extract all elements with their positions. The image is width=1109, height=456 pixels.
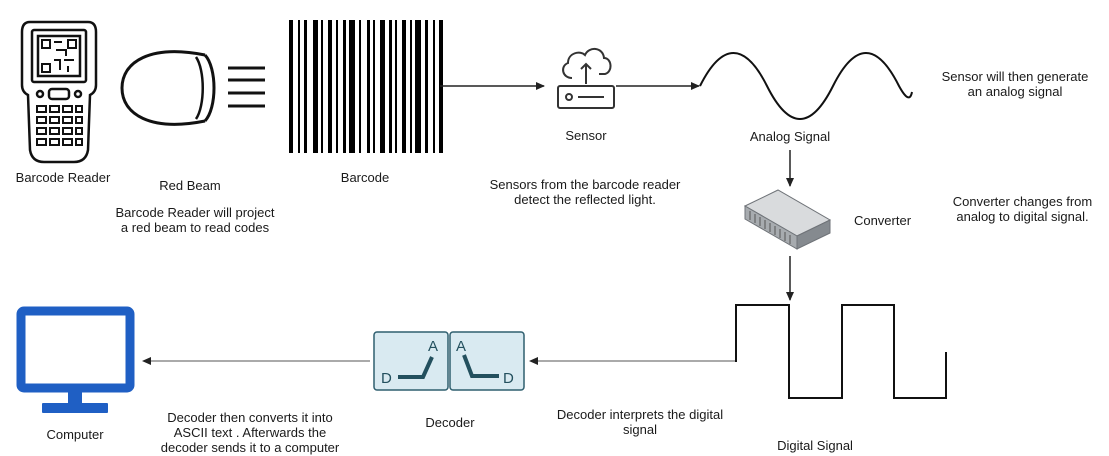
sine-wave-icon	[699, 52, 913, 120]
decoder-letter-d-right: D	[503, 370, 514, 387]
decoder-converts-line-2: ASCII text . Afterwards the	[173, 425, 327, 440]
sensor-label: Sensor	[565, 128, 607, 143]
red-beam-label: Red Beam	[159, 178, 221, 193]
barcode-label: Barcode	[340, 170, 390, 185]
barcode-bar	[389, 20, 392, 153]
red-beam-description-line-2: a red beam to read codes	[120, 220, 270, 235]
barcode-bar	[328, 20, 332, 153]
converter-label: Converter	[853, 213, 912, 228]
digital-signal-label: Digital Signal	[777, 438, 853, 453]
converter-description: Converter changes from analog to digital…	[940, 194, 1105, 224]
barcode-bar	[415, 20, 421, 153]
barcode-bar	[410, 20, 412, 153]
sensor-description-line-1: Sensors from the barcode reader	[489, 177, 681, 192]
barcode-reader-label: Barcode Reader	[15, 170, 111, 185]
barcode-bar	[402, 20, 406, 153]
decoder-letter-d-left: D	[381, 370, 392, 387]
square-wave-icon	[735, 304, 947, 399]
barcode-bar	[289, 20, 293, 153]
barcode-bar	[313, 20, 318, 153]
barcode-bar	[298, 20, 300, 153]
decoder-converts-line-3: decoder sends it to a computer	[160, 440, 340, 455]
analog-digital-decoder-icon: D A A D	[373, 331, 525, 391]
computer-label: Computer	[46, 427, 104, 442]
converter-device-icon	[743, 189, 832, 250]
barcode-bar	[359, 20, 361, 153]
barcode-bar	[425, 20, 428, 153]
barcode-bar	[304, 20, 307, 153]
decoder-converts-line-1: Decoder then converts it into	[167, 410, 333, 425]
barcode-bar	[395, 20, 397, 153]
monitor-icon	[16, 306, 135, 413]
analog-signal-label: Analog Signal	[749, 129, 831, 144]
barcode-bar	[336, 20, 338, 153]
barcode-bar	[367, 20, 370, 153]
red-beam-description: Barcode Reader will project a red beam t…	[85, 205, 305, 235]
analog-signal-description: Sensor will then generate an analog sign…	[935, 69, 1095, 99]
cloud-upload-sensor-icon	[557, 48, 615, 109]
barcode-bar	[433, 20, 435, 153]
barcode-bar	[343, 20, 346, 153]
decoder-letter-a-right: A	[456, 338, 466, 355]
red-beam-icon	[120, 50, 265, 126]
barcode-bar	[373, 20, 375, 153]
decoder-letter-a-left: A	[428, 338, 438, 355]
converter-description-line-1: Converter changes from	[952, 194, 1093, 209]
red-beam-description-line-1: Barcode Reader will project	[115, 205, 275, 220]
barcode-bar	[380, 20, 385, 153]
decoder-interprets-description: Decoder interprets the digital signal	[540, 407, 740, 437]
barcode-reader-icon	[20, 20, 98, 164]
decoder-interprets-line-2: signal	[623, 422, 657, 437]
converter-description-line-2: analog to digital signal.	[956, 209, 1089, 224]
sensor-description-line-2: detect the reflected light.	[514, 192, 656, 207]
decoder-converts-description: Decoder then converts it into ASCII text…	[145, 410, 355, 455]
analog-description-line-1: Sensor will then generate	[941, 69, 1089, 84]
barcode-bar	[321, 20, 323, 153]
sensor-description: Sensors from the barcode reader detect t…	[465, 177, 705, 207]
analog-description-line-2: an analog signal	[967, 84, 1063, 99]
decoder-label: Decoder	[425, 415, 475, 430]
barcode-icon	[289, 20, 443, 153]
decoder-interprets-line-1: Decoder interprets the digital	[556, 407, 724, 422]
barcode-bar	[349, 20, 355, 153]
